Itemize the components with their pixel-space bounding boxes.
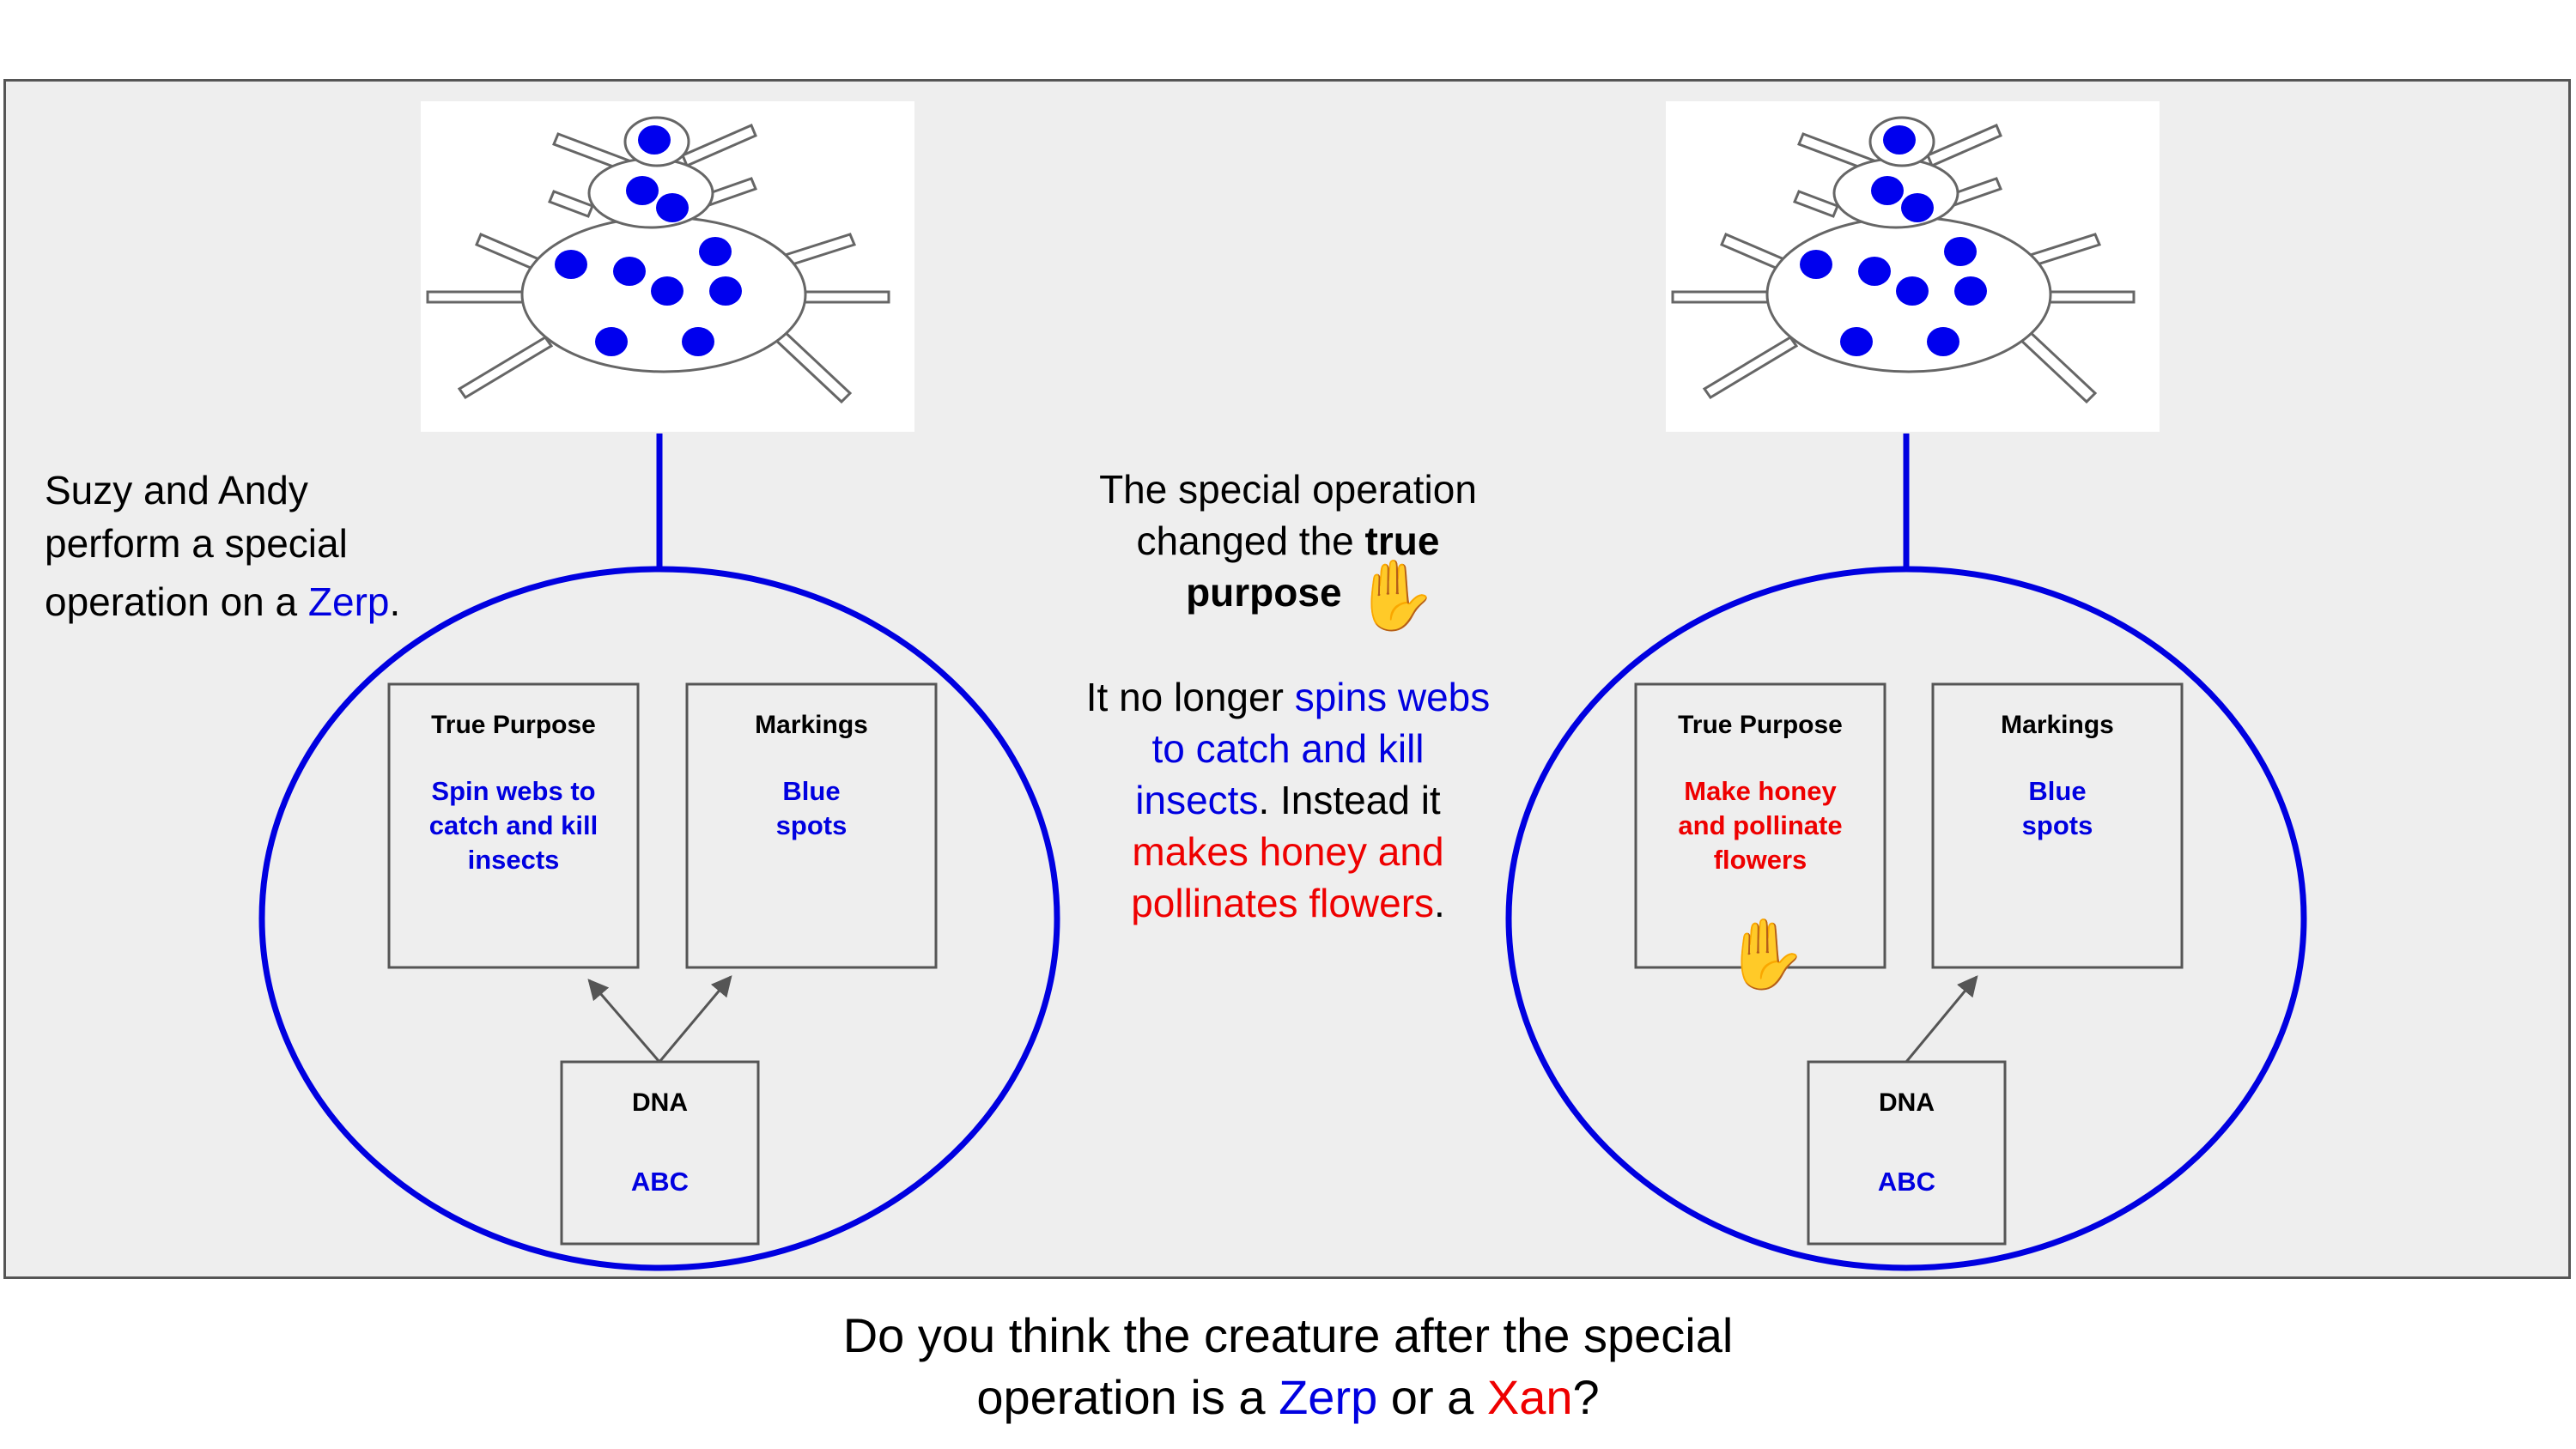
question-line-1: Do you think the creature after the spec… — [842, 1308, 1734, 1362]
right-markings-value: Blue spots — [1933, 774, 2182, 843]
question-mark: ? — [1572, 1370, 1600, 1424]
middle-line-2: changed the true — [1030, 515, 1546, 567]
operation-change-text: It no longer spins webs to catch and kil… — [1030, 671, 1546, 929]
right-markings-box — [1931, 682, 2184, 969]
left-purpose-line-3: insects — [467, 845, 560, 875]
left-purpose-line-2: catch and kill — [428, 810, 598, 840]
right-dna-value: ABC — [1877, 1167, 1936, 1197]
left-purpose-value: Spin webs to catch and kill insects — [389, 774, 638, 877]
question-text: Do you think the creature after the spec… — [601, 1305, 1975, 1428]
change-line-3-blue: insects — [1135, 778, 1259, 822]
change-line-5: pollinates flowers. — [1030, 877, 1546, 929]
left-purpose-line-1: Spin webs to — [431, 776, 596, 806]
raised-hand-icon: ✋ — [1722, 916, 1808, 992]
change-line-1-text: It no longer — [1085, 675, 1295, 719]
left-markings-title: Markings — [755, 711, 868, 739]
creature-before-illustration — [419, 100, 916, 433]
right-creature-circle — [1505, 566, 2307, 1271]
change-line-1-blue: spins webs — [1294, 675, 1491, 719]
left-dna-to-purpose-arrow — [587, 979, 661, 1063]
right-dna-title: DNA — [1879, 1088, 1935, 1117]
change-line-3: insects. Instead it — [1030, 774, 1546, 826]
right-purpose-line-3: flowers — [1713, 845, 1807, 875]
right-purpose-line-2: and pollinate — [1678, 810, 1843, 840]
intro-line-3-period: . — [389, 579, 401, 624]
right-purpose-line-1: Make honey — [1684, 776, 1837, 806]
right-purpose-value: Make honey and pollinate flowers — [1636, 774, 1885, 877]
left-dna-title: DNA — [632, 1088, 688, 1117]
left-markings-box — [685, 682, 938, 969]
change-line-5-red: pollinates flowers — [1131, 881, 1435, 925]
change-line-5-period: . — [1434, 881, 1445, 925]
left-markings-line-1: Blue — [782, 776, 841, 806]
left-dna-value: ABC — [630, 1167, 690, 1197]
middle-line-3: purpose ✋ — [1054, 561, 1570, 629]
left-creature-circle — [258, 566, 1060, 1271]
middle-line-1: The special operation — [1099, 467, 1477, 512]
creature-after-illustration — [1664, 100, 2161, 433]
change-line-3-text: . Instead it — [1258, 778, 1441, 822]
question-zerp-word: Zerp — [1279, 1370, 1378, 1424]
raised-hand-icon: ✋ — [1352, 556, 1438, 634]
right-markings-title: Markings — [2001, 711, 2114, 739]
intro-line-1: Suzy and Andy — [45, 468, 308, 512]
right-markings-line-2: spots — [2021, 810, 2093, 840]
middle-line-2-text: changed the — [1136, 518, 1365, 563]
change-line-2: to catch and kill — [1151, 726, 1425, 771]
left-markings-line-2: spots — [775, 810, 848, 840]
intro-text: Suzy and Andy perform a special operatio… — [45, 464, 400, 628]
question-xan-word: Xan — [1486, 1370, 1573, 1424]
intro-line-2: perform a special — [45, 521, 348, 566]
change-line-4: makes honey and — [1132, 829, 1444, 874]
left-purpose-title: True Purpose — [431, 711, 596, 739]
right-purpose-title: True Purpose — [1678, 711, 1843, 739]
question-or-text: or a — [1377, 1370, 1487, 1424]
intro-zerp-word: Zerp — [307, 579, 390, 624]
intro-line-3-text: operation on a — [45, 579, 308, 624]
left-dna-to-markings-arrow — [658, 975, 732, 1063]
question-line-2: operation is a Zerp or a Xan? — [601, 1367, 1975, 1428]
left-dna-box — [560, 1060, 760, 1246]
right-true-purpose-box — [1634, 682, 1886, 969]
right-markings-line-1: Blue — [2028, 776, 2087, 806]
intro-line-3: operation on a Zerp. — [45, 575, 400, 628]
left-markings-value: Blue spots — [687, 774, 936, 843]
change-line-1: It no longer spins webs — [1030, 671, 1546, 723]
true-word: true — [1364, 518, 1440, 563]
purpose-word: purpose — [1186, 570, 1342, 615]
question-line-2-text: operation is a — [976, 1370, 1279, 1424]
left-true-purpose-box — [387, 682, 640, 969]
right-dna-to-markings-arrow — [1905, 975, 1978, 1063]
operation-description: The special operation changed the true p… — [1030, 464, 1546, 629]
